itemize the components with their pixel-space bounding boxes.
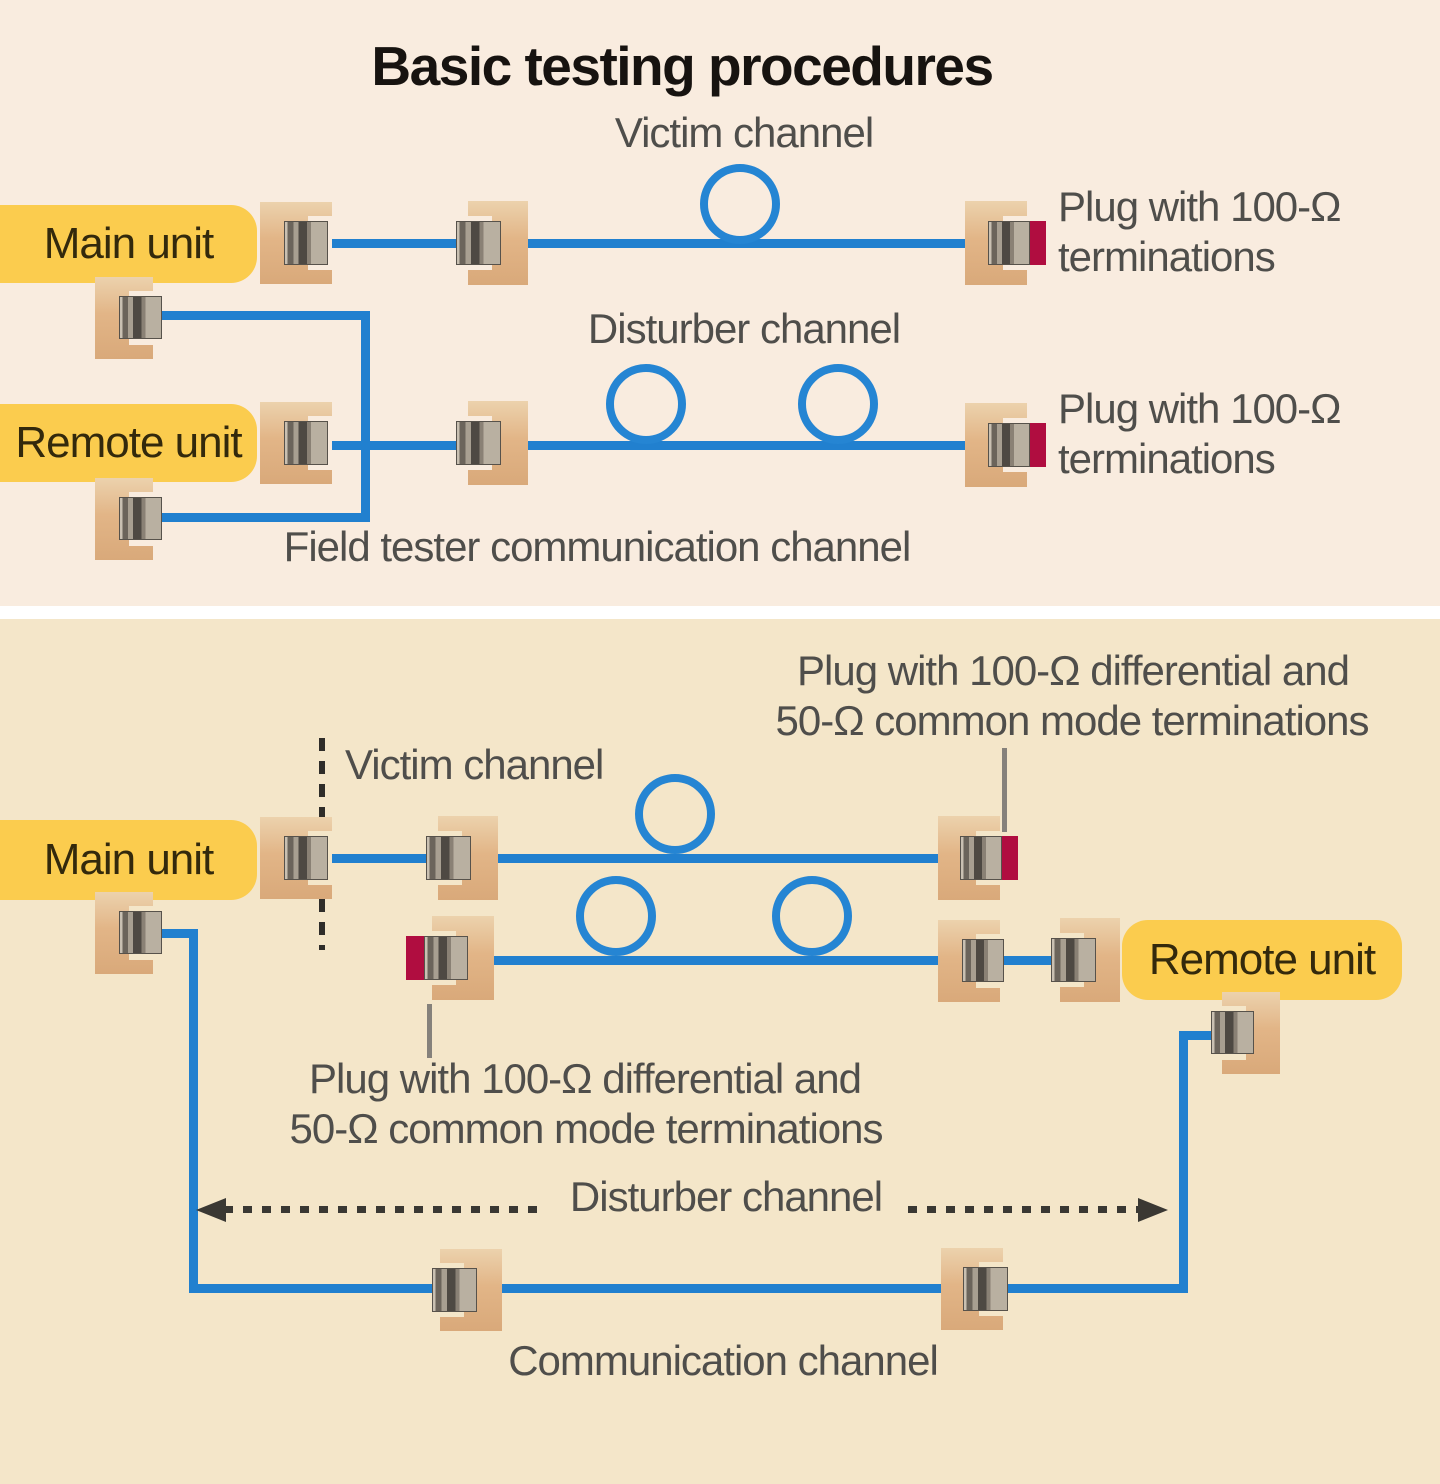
rj45-jack: [260, 817, 332, 899]
rj45-jack: [95, 478, 162, 560]
cable-line: [295, 854, 967, 863]
cable-line: [361, 311, 370, 522]
rj45-jack: [456, 401, 528, 485]
cable-line: [290, 441, 992, 450]
rj45-plug-icon: [962, 939, 1004, 982]
rj45-jack: [426, 816, 498, 900]
arrowhead-icon: [196, 1198, 226, 1222]
top-section-background: [0, 0, 1440, 606]
rj45-plug-icon: [284, 836, 328, 880]
cable-slack-loop-icon: [635, 774, 715, 854]
rj45-jack: [260, 402, 332, 484]
main-unit-box: Main unit: [0, 205, 257, 283]
disturber-extent-dashed-line: [908, 1206, 1140, 1213]
rj45-jack: [456, 201, 528, 285]
termination-resistor-icon: [1028, 423, 1046, 467]
rj45-plug-icon: [284, 221, 328, 265]
rj45-jack: [95, 892, 162, 974]
rj45-plug-icon: [456, 421, 501, 465]
main-unit-label-bottom: Main unit: [43, 835, 215, 884]
rj45-plug-icon: [1211, 1011, 1254, 1054]
rj45-jack: [1051, 918, 1120, 1002]
cable-line: [155, 929, 198, 938]
rj45-jack: [432, 1249, 502, 1331]
cable-slack-loop-icon: [576, 876, 656, 956]
rj45-jack: [938, 920, 1004, 1002]
cable-slack-loop-icon: [772, 876, 852, 956]
victim-channel-label-bottom: Victim channel: [345, 741, 604, 788]
disturber-extent-dashed-line: [224, 1206, 542, 1213]
termination-resistor-icon: [406, 936, 424, 980]
remote-unit-box: Remote unit: [0, 404, 257, 482]
cable-line: [468, 956, 1060, 965]
rj45-jack: [424, 916, 494, 1000]
rj45-plug-icon: [963, 1267, 1008, 1311]
termination-resistor-icon: [1000, 836, 1018, 880]
rj45-jack: [965, 403, 1030, 487]
rj45-plug-icon: [119, 296, 162, 339]
rj45-jack: [95, 277, 162, 359]
communication-channel-label: Communication channel: [508, 1337, 939, 1384]
disturber-plug-label-line2: terminations: [1058, 435, 1276, 482]
cable-slack-loop-icon: [606, 364, 686, 444]
victim-plug-label-line1: Plug with 100-Ω: [1058, 183, 1342, 230]
cable-slack-loop-icon: [700, 164, 780, 244]
page-title: Basic testing procedures: [371, 35, 994, 97]
rj45-plug-icon: [426, 836, 471, 880]
main-unit-label: Main unit: [43, 219, 215, 268]
rj45-plug-icon: [456, 221, 501, 265]
bottom-section-background: [0, 618, 1440, 1484]
victim-channel-label: Victim channel: [614, 109, 874, 156]
rj45-jack: [938, 816, 1002, 900]
field-tester-channel-label: Field tester communication channel: [283, 523, 912, 570]
disturber-plug-diff-label-line2: 50-Ω common mode terminations: [289, 1105, 884, 1152]
remote-unit-label: Remote unit: [15, 418, 242, 467]
rj45-jack: [1211, 992, 1280, 1074]
cable-line: [189, 929, 198, 1293]
cable-line: [1183, 1031, 1221, 1040]
rj45-plug-icon: [119, 497, 162, 540]
remote-unit-box-bottom: Remote unit: [1122, 920, 1402, 1000]
termination-resistor-icon: [1028, 221, 1046, 265]
rj45-plug-icon: [960, 836, 1002, 880]
rj45-plug-icon: [424, 936, 468, 980]
rj45-plug-icon: [119, 911, 162, 954]
rj45-jack: [260, 202, 332, 284]
section-divider: [0, 606, 1440, 619]
cable-line: [150, 311, 370, 320]
label-pointer-line: [1002, 748, 1007, 832]
arrowhead-icon: [1138, 1198, 1168, 1222]
rj45-jack: [941, 1248, 1008, 1330]
cable-line: [290, 239, 992, 248]
disturber-channel-label: Disturber channel: [587, 305, 901, 352]
victim-plug-label-line2: terminations: [1058, 233, 1276, 280]
disturber-plug-diff-label-line1: Plug with 100-Ω differential and: [309, 1055, 862, 1102]
disturber-plug-label-line1: Plug with 100-Ω: [1058, 385, 1342, 432]
rj45-plug-icon: [1051, 938, 1096, 982]
victim-plug-diff-label-line2: 50-Ω common mode terminations: [775, 697, 1370, 744]
rj45-plug-icon: [988, 423, 1030, 467]
rj45-plug-icon: [284, 421, 328, 465]
cable-line: [150, 513, 370, 522]
main-unit-box-bottom: Main unit: [0, 820, 257, 900]
victim-plug-diff-label-line1: Plug with 100-Ω differential and: [797, 647, 1350, 694]
cable-line: [1179, 1031, 1188, 1293]
rj45-jack: [965, 201, 1030, 285]
remote-unit-label-bottom: Remote unit: [1148, 935, 1376, 984]
rj45-plug-icon: [432, 1268, 477, 1312]
cable-line: [189, 1284, 1188, 1293]
cable-slack-loop-icon: [798, 364, 878, 444]
rj45-plug-icon: [988, 221, 1030, 265]
disturber-channel-label-bottom: Disturber channel: [569, 1173, 883, 1220]
label-pointer-line: [427, 1004, 432, 1058]
